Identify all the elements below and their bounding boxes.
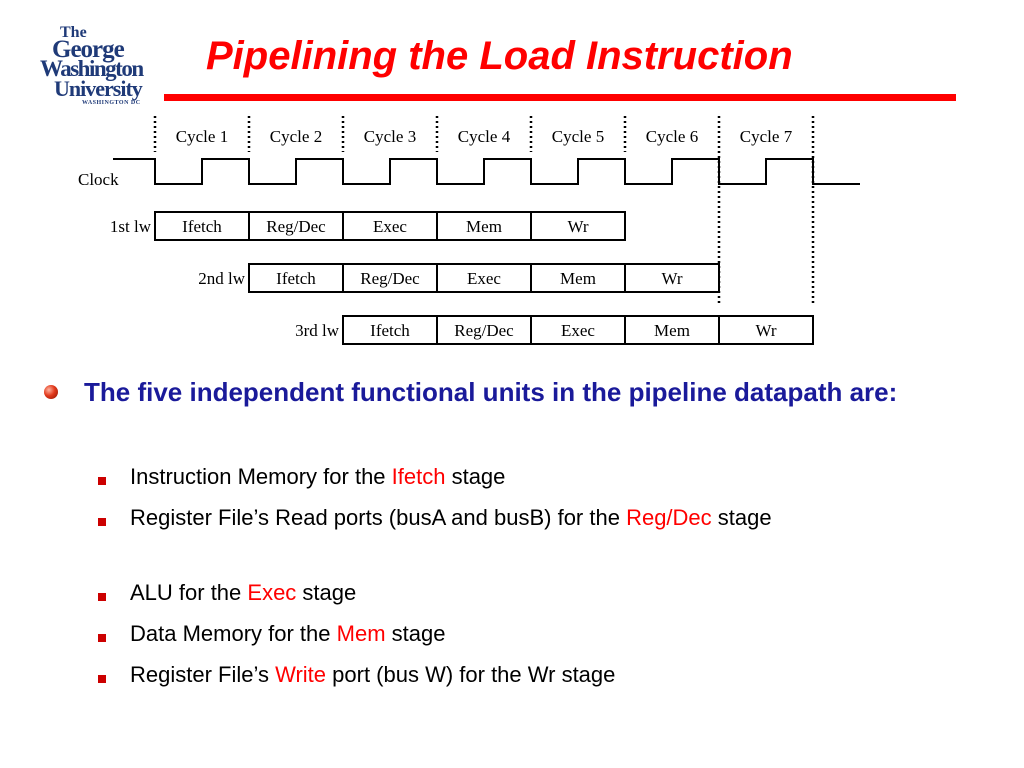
clock-waveform xyxy=(113,158,860,185)
stage-box xyxy=(342,263,438,293)
sub-bullet-marker xyxy=(98,518,106,526)
sub-bullet-text: stage xyxy=(445,464,506,489)
sub-bullet-text: stage xyxy=(296,580,357,605)
sub-bullet-item: Data Memory for the Mem stage xyxy=(130,618,950,650)
logo-line-1: The xyxy=(60,24,87,41)
stage-label: Mem xyxy=(654,321,690,340)
sub-bullet-highlight: Mem xyxy=(336,621,386,646)
sub-bullet-item: Register File’s Write port (bus W) for t… xyxy=(130,659,950,691)
sub-bullet-marker xyxy=(98,593,106,601)
stage-label: Wr xyxy=(567,217,588,236)
main-bullet-text: The five independent functional units in… xyxy=(84,377,898,407)
stage-box xyxy=(342,315,438,345)
sub-bullet-highlight: Ifetch xyxy=(391,464,446,489)
stage-label: Reg/Dec xyxy=(266,217,326,236)
sub-bullet-item: ALU for the Exec stage xyxy=(130,577,950,609)
sub-bullet-highlight: Exec xyxy=(247,580,297,605)
stage-box xyxy=(248,211,344,241)
stage-label: Mem xyxy=(466,217,502,236)
stage-label: Wr xyxy=(661,269,682,288)
stage-label: Wr xyxy=(755,321,776,340)
sub-bullet-text: Register File’s Read ports (busA and bus… xyxy=(130,505,627,530)
stage-label: Ifetch xyxy=(370,321,410,340)
university-logo: The George Washington University WASHING… xyxy=(38,24,166,106)
logo-line-5: WASHINGTON DC xyxy=(82,100,141,106)
logo-line-4: University xyxy=(54,76,143,101)
instruction-label: 3rd lw xyxy=(295,321,340,340)
stage-box xyxy=(624,315,720,345)
instruction-label: 2nd lw xyxy=(198,269,245,288)
sub-bullet-text: Instruction Memory for the xyxy=(130,464,392,489)
title-underline xyxy=(164,94,956,101)
sub-bullet-item: Instruction Memory for the Ifetch stage xyxy=(130,461,950,493)
sub-bullet-item: Register File’s Read ports (busA and bus… xyxy=(130,502,910,534)
logo-line-3: Washington xyxy=(40,56,144,81)
cycle-label: Cycle 4 xyxy=(458,127,511,146)
pipeline-timing-diagram: Cycle 1 Cycle 2 Cycle 3 Cycle 4 Cycle 5 Cycle… xyxy=(78,116,860,345)
sub-bullet-text: port (bus W) for the Wr stage xyxy=(326,662,616,687)
sub-bullet-text: Data Memory for the xyxy=(130,621,337,646)
stage-box xyxy=(436,211,532,241)
sub-bullet-text: stage xyxy=(711,505,772,530)
cycle-label: Cycle 7 xyxy=(740,127,793,146)
instruction-label: 1st lw xyxy=(110,217,152,236)
stage-box xyxy=(718,315,814,345)
sub-bullet-text: ALU for the xyxy=(130,580,248,605)
stage-box xyxy=(530,315,626,345)
sub-bullet-highlight: Reg/Dec xyxy=(626,505,712,530)
sub-bullet-text: Register File’s xyxy=(130,662,276,687)
clock-label: Clock xyxy=(78,170,119,189)
stage-box xyxy=(436,315,532,345)
stage-label: Ifetch xyxy=(182,217,222,236)
stage-box xyxy=(530,211,626,241)
cycle-label: Cycle 5 xyxy=(552,127,604,146)
stage-label: Exec xyxy=(467,269,501,288)
sub-bullet-marker xyxy=(98,477,106,485)
slide-title: Pipelining the Load Instruction xyxy=(206,34,793,78)
sub-bullet-text: stage xyxy=(385,621,446,646)
cycle-label: Cycle 6 xyxy=(646,127,698,146)
cycle-label: Cycle 1 xyxy=(176,127,228,146)
cycle-label: Cycle 2 xyxy=(270,127,322,146)
stage-box xyxy=(624,263,720,293)
stage-label: Exec xyxy=(373,217,407,236)
stage-label: Ifetch xyxy=(276,269,316,288)
sub-bullet-marker xyxy=(98,675,106,683)
stage-label: Mem xyxy=(560,269,596,288)
sub-bullet-highlight: Write xyxy=(275,662,327,687)
sub-bullet-marker xyxy=(98,634,106,642)
stage-box xyxy=(530,263,626,293)
stage-label: Reg/Dec xyxy=(360,269,420,288)
stage-box xyxy=(342,211,438,241)
stage-label: Exec xyxy=(561,321,595,340)
stage-label: Reg/Dec xyxy=(454,321,514,340)
main-bullet-icon xyxy=(44,385,58,399)
logo-line-2: George xyxy=(52,36,125,63)
cycle-label: Cycle 3 xyxy=(364,127,416,146)
